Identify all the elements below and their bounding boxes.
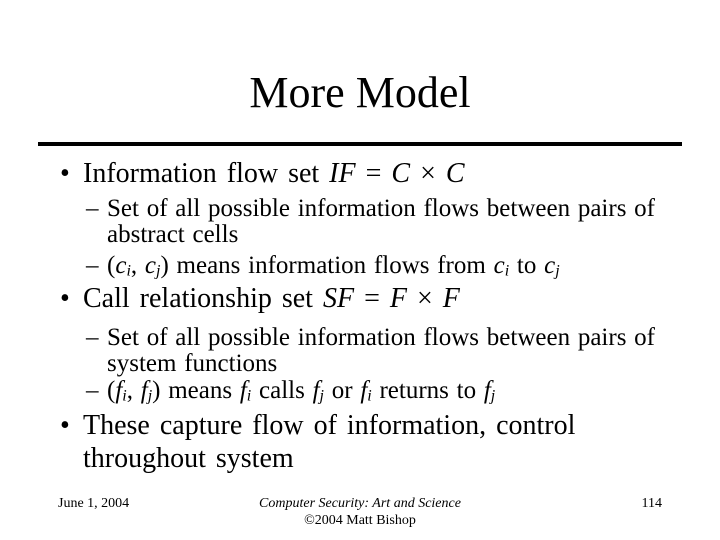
bullet-marker: • (60, 158, 70, 189)
text-line: (ci, cj) means information flows from ci… (107, 253, 686, 284)
text-segment: j (555, 262, 560, 280)
text-segment: C (391, 158, 411, 189)
bullet-text: Call relationship set SF = F × F (83, 282, 680, 315)
sub-bullet-item: –(fi, fj) means fi calls fj or fi return… (86, 378, 686, 409)
text-segment: abstract cells (107, 221, 239, 248)
text-segment: , (130, 252, 145, 279)
text-segment: F (389, 283, 407, 314)
text-segment: Information flow set (83, 158, 330, 189)
sub-bullet-item: –Set of all possible information flows b… (86, 325, 686, 377)
text-segment: i (126, 262, 131, 280)
dash-marker: – (86, 377, 99, 404)
bullet-item: • Call relationship set SF = F × F (60, 282, 680, 315)
bullet-text: These capture flow of information, contr… (83, 409, 680, 475)
text-segment: f (360, 377, 368, 404)
text-segment: IF (329, 158, 356, 189)
text-segment: Set of all possible information flows be… (107, 195, 655, 222)
text-segment: C (445, 158, 465, 189)
text-segment: Set of all possible information flows be… (107, 324, 655, 351)
text-segment: = (354, 283, 390, 314)
text-segment: j (319, 387, 324, 405)
text-segment: F (442, 283, 460, 314)
text-segment: , (126, 377, 141, 404)
text-segment: or (323, 377, 361, 404)
text-segment: SF (322, 283, 355, 314)
slide-title: More Model (249, 68, 471, 117)
text-segment: = (355, 158, 392, 189)
bullet-item: • Information flow set IF = C × C (60, 157, 680, 190)
text-line: abstract cells (107, 222, 686, 248)
text-line: Information flow set IF = C × C (83, 157, 680, 190)
text-line: system functions (107, 351, 686, 377)
text-segment: c (493, 252, 505, 279)
bullet-text: (ci, cj) means information flows from ci… (107, 253, 686, 284)
sub-bullet-item: –(ci, cj) means information flows from c… (86, 253, 686, 284)
text-segment: f (140, 377, 148, 404)
text-line: Set of all possible information flows be… (107, 325, 686, 351)
footer-page-number: 114 (641, 496, 662, 511)
bullet-marker: • (60, 410, 70, 441)
text-segment: ( (107, 252, 116, 279)
text-segment: throughout system (83, 443, 294, 474)
dash-marker: – (86, 324, 99, 351)
footer-date: June 1, 2004 (58, 496, 130, 511)
text-segment: ) means information flows from (160, 252, 494, 279)
bullet-marker: • (60, 283, 70, 314)
text-segment: calls (251, 377, 313, 404)
text-segment: f (239, 377, 247, 404)
footer-copyright: ©2004 Matt Bishop (304, 513, 416, 528)
sub-bullet-item: –Set of all possible information flows b… (86, 196, 686, 248)
dash-marker: – (86, 252, 99, 279)
text-segment: j (490, 387, 496, 405)
text-segment: i (367, 387, 372, 405)
text-segment: f (483, 377, 491, 404)
text-segment: j (147, 387, 153, 405)
text-segment: system functions (107, 350, 278, 377)
text-segment: to (509, 252, 545, 279)
text-segment: i (504, 262, 510, 280)
text-segment: ) means (152, 377, 240, 404)
bullet-text: Set of all possible information flows be… (107, 325, 686, 377)
text-segment: i (122, 387, 127, 405)
text-line: Set of all possible information flows be… (107, 196, 686, 222)
text-segment: ( (107, 377, 116, 404)
bullet-text: Set of all possible information flows be… (107, 196, 686, 248)
text-segment: i (246, 387, 252, 405)
text-segment: j (156, 262, 161, 280)
text-segment: c (544, 252, 556, 279)
bullet-text: Information flow set IF = C × C (83, 157, 680, 190)
footer-center: Computer Security: Art and Science ©2004… (110, 495, 610, 529)
title-divider-line (38, 142, 682, 146)
footer-book-title: Computer Security: Art and Science (259, 496, 461, 511)
text-line: throughout system (83, 442, 680, 475)
text-segment: These capture flow of information, contr… (83, 410, 576, 441)
text-line: (fi, fj) means fi calls fj or fi returns… (107, 378, 686, 409)
dash-marker: – (86, 195, 99, 222)
text-segment: c (115, 252, 127, 279)
text-segment: c (144, 252, 156, 279)
bullet-item: • These capture flow of information, cont… (60, 409, 680, 475)
text-line: These capture flow of information, contr… (83, 409, 680, 442)
text-segment: f (312, 377, 320, 404)
bullet-text: (fi, fj) means fi calls fj or fi returns… (107, 378, 686, 409)
text-segment: × (410, 158, 446, 189)
text-segment: × (406, 283, 443, 314)
text-segment: Call relationship set (83, 283, 323, 314)
text-line: Call relationship set SF = F × F (83, 282, 680, 315)
text-segment: returns to (371, 377, 484, 404)
text-segment: f (115, 377, 123, 404)
